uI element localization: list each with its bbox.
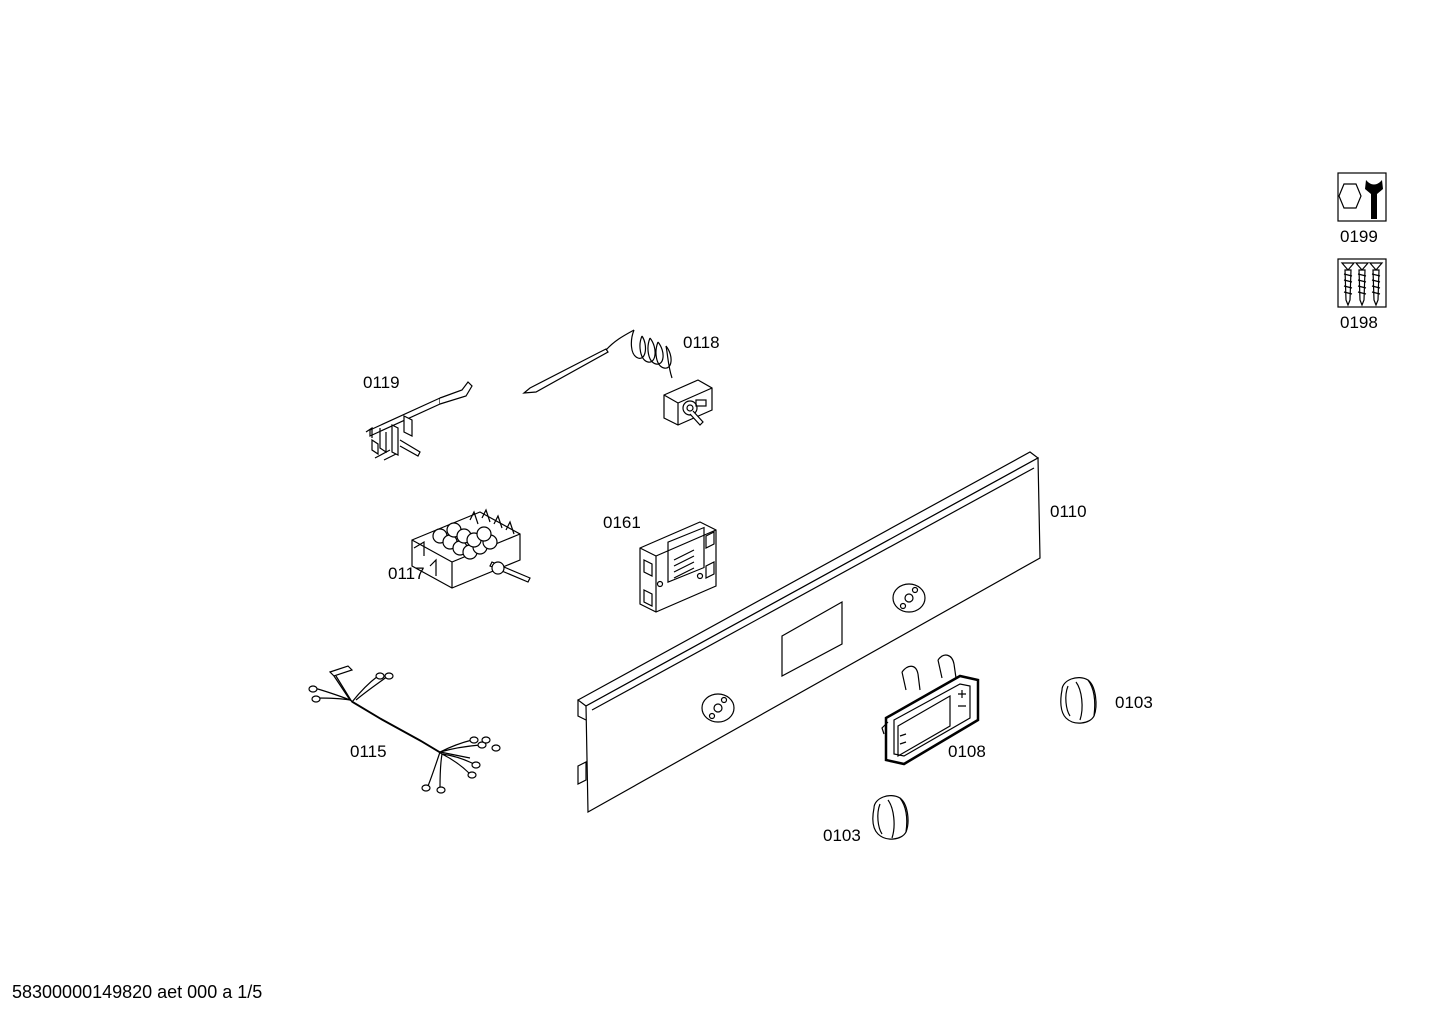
display-frame-icon	[881, 654, 980, 766]
part-label: 0103	[1115, 693, 1153, 712]
part-label: 0161	[603, 513, 641, 532]
knob-icon	[872, 795, 909, 840]
part-label: 0103	[823, 826, 861, 845]
wiring-harness-icon	[308, 665, 501, 794]
part-label: 0199	[1340, 227, 1378, 246]
service-tools-icon	[1337, 172, 1387, 222]
part-label: 0110	[1050, 502, 1087, 521]
part-label: 0119	[363, 373, 400, 392]
part-label: 0198	[1340, 313, 1378, 332]
part-label: 0115	[350, 742, 387, 761]
bracket-icon	[365, 381, 473, 461]
part-label: 0108	[948, 742, 986, 761]
control-panel-icon	[576, 451, 1041, 814]
selector-switch-icon	[411, 508, 531, 589]
module-icon	[639, 521, 717, 613]
knob-icon	[1060, 677, 1097, 724]
part-label: 0117	[388, 564, 425, 583]
document-footer: 58300000149820 aet 000 a 1/5	[12, 982, 263, 1002]
part-label: 0118	[683, 333, 720, 352]
thermostat-icon	[522, 329, 713, 426]
screws-icon	[1337, 258, 1387, 308]
